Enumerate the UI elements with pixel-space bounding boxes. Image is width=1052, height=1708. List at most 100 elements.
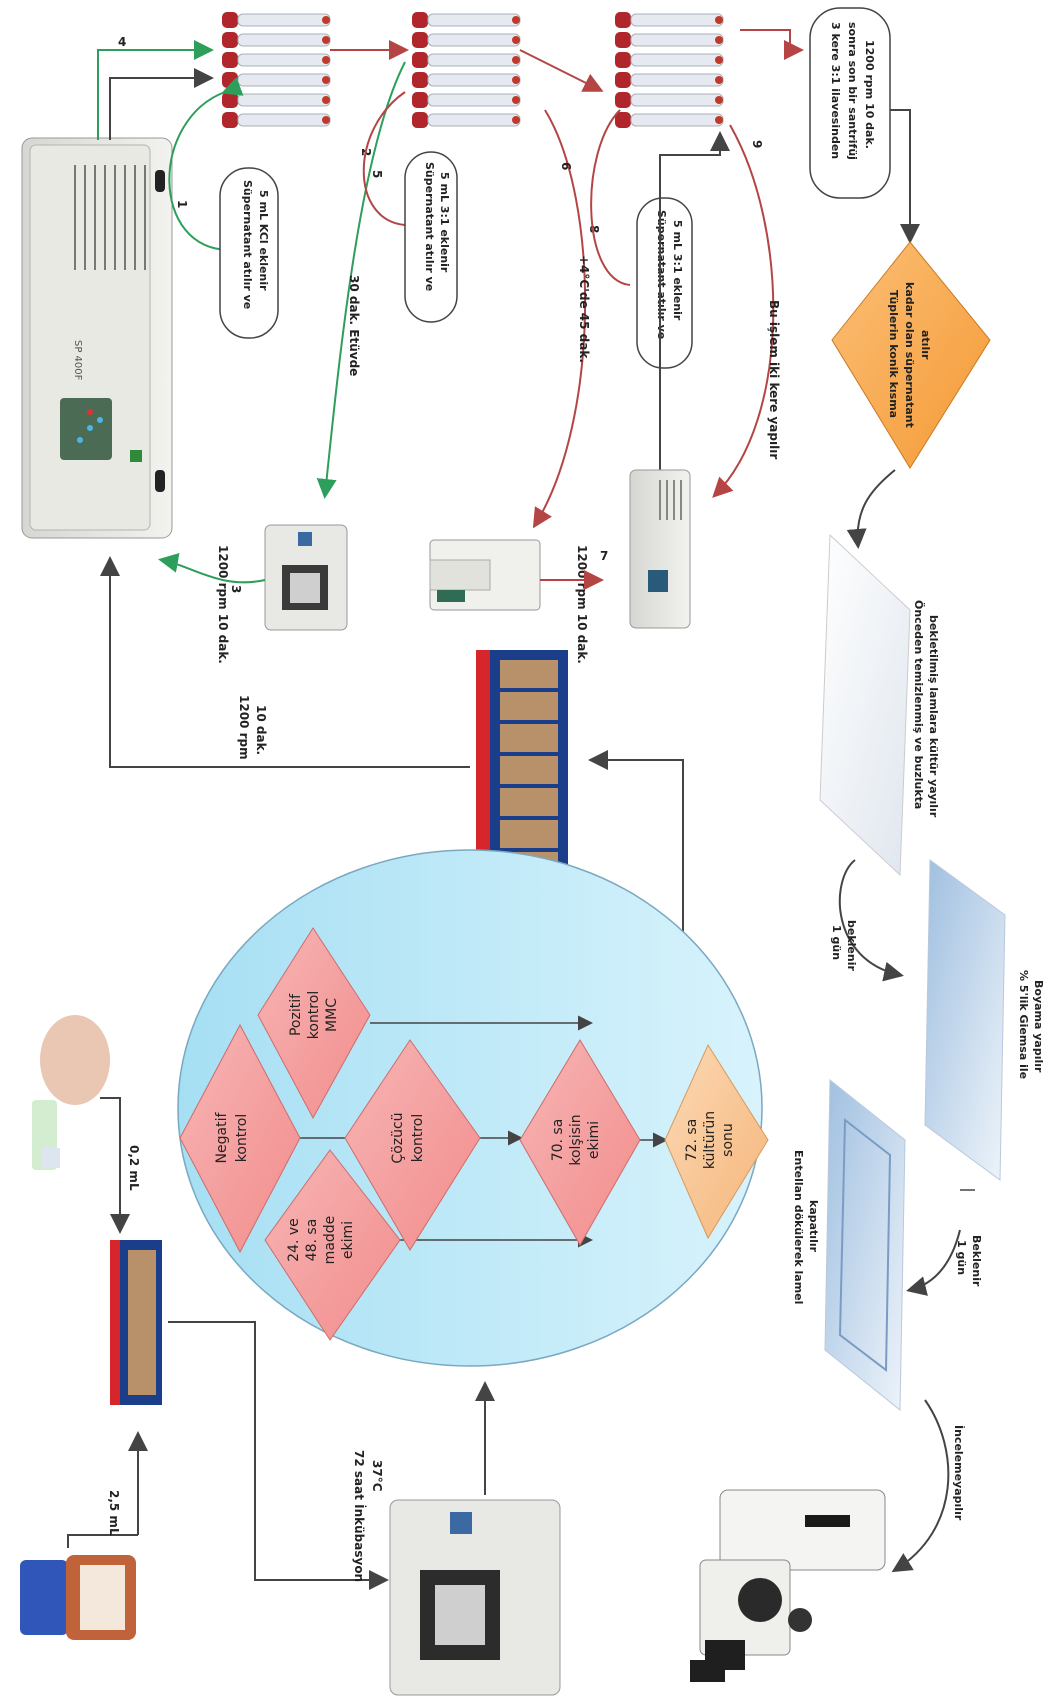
tube-body [427,93,521,107]
diamond-kolsisin-ekimi: 70. sa kolşisin ekimi [519,1039,641,1247]
cozucu-line1: Çözücü [390,1112,406,1163]
bubble-kcl: Süpernatant atılır ve 5 mL KCl eklenir [219,167,279,339]
slide-entellan-line2: kapatılır [807,1200,820,1253]
bubble-final: 3 kere 3:1 ilavesinden sonra son bir san… [809,7,891,199]
microscope [690,1489,886,1682]
tube-body [427,53,521,67]
tube-cap [412,32,428,48]
tube-group-1 [222,12,331,128]
tube-body [237,73,331,87]
tube-pellet [715,36,723,44]
diamond-cozucu-kontrol: Çözücü kontrol [344,1039,481,1251]
tube-pellet [322,116,330,124]
tube-pellet [715,16,723,24]
tube-body [427,13,521,27]
incubator-small [264,524,348,631]
tube-pellet [512,36,520,44]
tube-pellet [512,56,520,64]
connector-bottle [67,1534,138,1548]
arrow-rack-to-centrifuge [100,556,470,768]
arrow-fridge [532,109,586,529]
tube-body [630,33,724,47]
tube-cap [615,72,631,88]
son-line1: 72. sa [684,1119,700,1162]
bubble-fixative-2: Süpernatant atılır ve 5 mL 3:1 eklenir [636,197,693,369]
slide-spread-line2: bekletilmiş lamlara kültür yayılır [927,615,940,818]
fridge-device [429,539,541,611]
tube-body [237,93,331,107]
cozucu-line2: kontrol [410,1114,426,1162]
tube-group-3 [615,12,724,128]
arrow-to-final-bubble [740,29,804,60]
tube-cap [412,12,428,28]
slide-giemsa [924,859,1006,1181]
madde-line1: 24. ve [286,1218,302,1262]
tube-cap [615,52,631,68]
tube-body [237,113,331,127]
label-rpm-small2: 1200 rpm 10 dak. [575,545,589,664]
label-repeat: Bu işlem iki kere yapılır [767,300,781,459]
arrow-to-orange-diamond [890,109,920,244]
arrow-rack-to-incubator [168,1321,389,1590]
diamond-negatif-kontrol: Negatif kontrol [179,1023,301,1254]
tube-pellet [322,56,330,64]
tube-body [237,33,331,47]
negatif-line1: Negatif [214,1111,230,1163]
arrow-repeat [712,124,775,498]
tube-body [427,113,521,127]
step-number-3: 3 [229,585,243,593]
tube-cap [222,72,238,88]
orange-line3: atılır [919,330,932,360]
arrow-etuv [316,61,406,499]
tube-cap [222,32,238,48]
tube-cap [222,112,238,128]
centrifuge-small [629,469,691,629]
step-number-8: 8 [587,225,601,233]
arrow-step4 [97,40,214,140]
tube-cap [412,92,428,108]
label-rpm-main-b: 10 dak. [254,705,268,755]
tube-cap [222,92,238,108]
bubble-kcl-line1: Süpernatant atılır ve [241,180,254,309]
arrow-hand-to-rack [100,1097,130,1234]
arrow-ellipse-to-rack [588,750,684,965]
slide-spread [819,533,911,877]
tube-cap [615,112,631,128]
label-etuv: 30 dak. Etüvde [347,275,361,376]
diamond-pozitif-kontrol: Pozitif kontrol MMC [257,927,371,1120]
diamond-madde-ekimi: 24. ve 48. sa madde ekimi [264,1149,401,1341]
arrow-step8 [590,109,631,286]
son-line3: sonu [720,1123,736,1157]
label-vol-2-5: 2,5 mL [107,1490,121,1536]
tube-body [427,33,521,47]
tube-body [237,13,331,27]
diamond-kultur-sonu: 72. sa kültürün sonu [664,1043,769,1240]
step-number-7: 7 [600,549,608,563]
pozitif-line1: Pozitif [288,993,304,1036]
arrow-centrifuge-tubes [109,68,214,140]
tube-body [237,53,331,67]
tube-pellet [322,96,330,104]
tube-pellet [322,36,330,44]
tube-pellet [512,116,520,124]
tube-body [630,113,724,127]
negatif-line2: kontrol [234,1114,250,1162]
arrow-step1 [168,77,244,251]
incubator-large [389,1499,561,1696]
bubble-final-line1: 3 kere 3:1 ilavesinden [829,22,842,159]
medium-bottle [20,1555,136,1640]
tube-pellet [715,116,723,124]
tube-body [630,13,724,27]
kolsisin-line2: kolşisin [568,1114,584,1165]
label-wait2-b: Beklenir [970,1235,983,1287]
tube-pellet [512,16,520,24]
bubble-fix2-line1: Süpernatant atılır ve [655,210,668,339]
arrow-wait2 [906,1229,961,1296]
bubble-fix1-line2: 5 mL 3:1 eklenir [438,172,451,273]
label-rpm-small: 1200 rpm 10 dak. [216,545,230,664]
tube-rack-large [476,650,568,880]
label-temp: 37°C [370,1460,384,1492]
tube-pellet [512,96,520,104]
